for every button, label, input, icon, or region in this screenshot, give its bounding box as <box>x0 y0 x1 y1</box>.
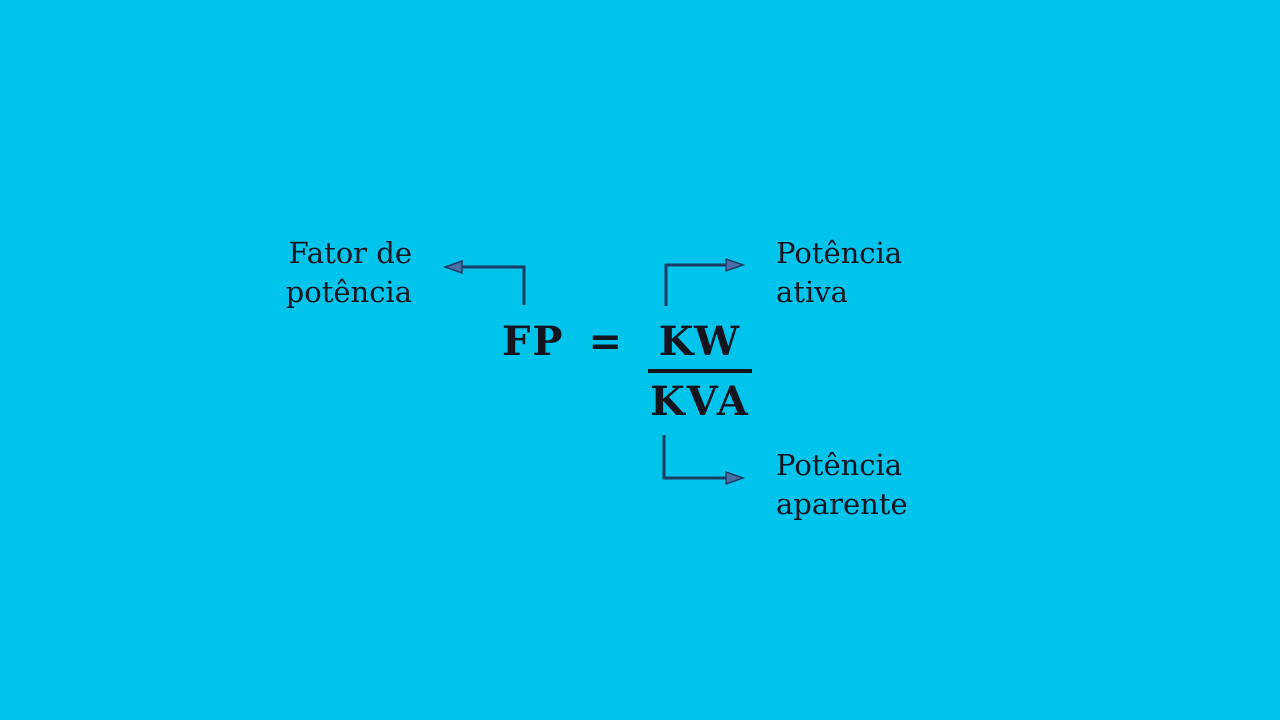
formula-numerator: KW <box>648 322 752 373</box>
label-fator-de-potencia: Fator de potência <box>212 234 412 312</box>
label-potencia-ativa: Potência ativa <box>776 234 902 312</box>
elbow-arrow-down-right-icon <box>662 435 746 486</box>
label-line-1: Fator de <box>288 236 412 270</box>
formula-lhs: FP <box>502 318 565 365</box>
label-line-2: ativa <box>776 275 848 309</box>
elbow-arrow-up-right-icon <box>664 257 746 306</box>
elbow-arrow-left-icon <box>442 259 526 305</box>
power-factor-formula: FP = KW KVA <box>502 322 752 422</box>
label-line-2: aparente <box>776 487 908 521</box>
label-line-1: Potência <box>776 236 903 270</box>
formula-equals-sign: = <box>588 318 624 365</box>
label-line-1: Potência <box>776 448 903 482</box>
label-potencia-aparente: Potência aparente <box>776 446 908 524</box>
formula-denominator: KVA <box>650 378 750 425</box>
label-line-2: potência <box>285 275 412 309</box>
formula-fraction: KW KVA <box>648 322 752 422</box>
